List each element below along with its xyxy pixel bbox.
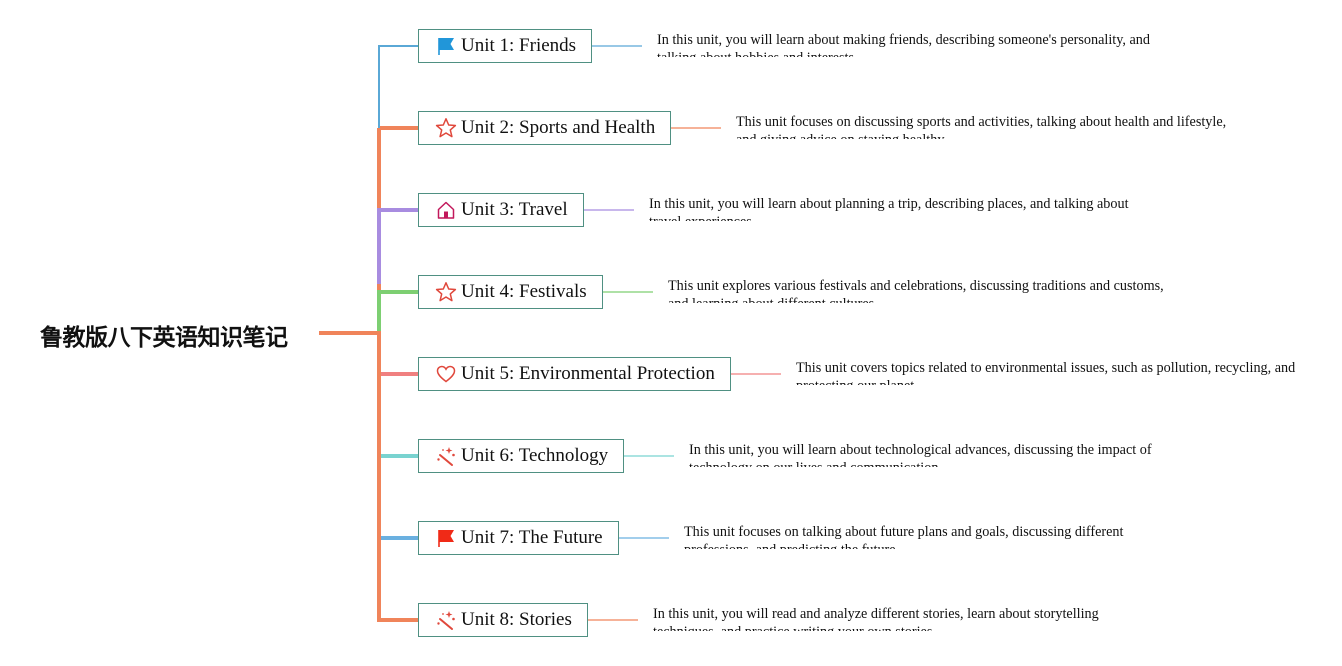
- flag-icon: [435, 527, 457, 549]
- unit-label: Unit 8: Stories: [461, 609, 572, 630]
- unit-label: Unit 7: The Future: [461, 527, 603, 548]
- magic-wand-icon: [435, 445, 457, 467]
- home-icon: [435, 199, 457, 221]
- unit-description-7: This unit focuses on talking about futur…: [684, 524, 1124, 549]
- unit-label: Unit 2: Sports and Health: [461, 117, 656, 138]
- unit-label: Unit 4: Festivals: [461, 281, 587, 302]
- star-icon: [435, 281, 457, 303]
- unit-description-8: In this unit, you will read and analyze …: [653, 606, 1099, 631]
- root-topic[interactable]: 鲁教版八下英语知识笔记: [40, 325, 288, 351]
- unit-node-8[interactable]: Unit 8: Stories: [418, 603, 588, 637]
- unit-description-5: This unit covers topics related to envir…: [796, 360, 1296, 385]
- unit-label: Unit 1: Friends: [461, 35, 577, 56]
- star-icon: [435, 117, 457, 139]
- unit-label: Unit 3: Travel: [461, 199, 568, 220]
- unit-node-5[interactable]: Unit 5: Environmental Protection: [418, 357, 731, 391]
- unit-description-2: This unit focuses on discussing sports a…: [736, 114, 1227, 139]
- magic-wand-icon: [435, 609, 457, 631]
- unit-description-1: In this unit, you will learn about makin…: [657, 32, 1150, 57]
- unit-description-3: In this unit, you will learn about plann…: [649, 196, 1129, 221]
- unit-node-3[interactable]: Unit 3: Travel: [418, 193, 584, 227]
- unit-label: Unit 5: Environmental Protection: [461, 363, 715, 384]
- unit-description-6: In this unit, you will learn about techn…: [689, 442, 1152, 467]
- unit-description-4: This unit explores various festivals and…: [668, 278, 1164, 303]
- unit-node-1[interactable]: Unit 1: Friends: [418, 29, 593, 63]
- unit-label: Unit 6: Technology: [461, 445, 609, 466]
- unit-node-7[interactable]: Unit 7: The Future: [418, 521, 619, 555]
- flag-icon: [435, 35, 457, 57]
- unit-node-6[interactable]: Unit 6: Technology: [418, 439, 625, 473]
- heart-icon: [435, 363, 457, 385]
- unit-node-4[interactable]: Unit 4: Festivals: [418, 275, 603, 309]
- unit-node-2[interactable]: Unit 2: Sports and Health: [418, 111, 672, 145]
